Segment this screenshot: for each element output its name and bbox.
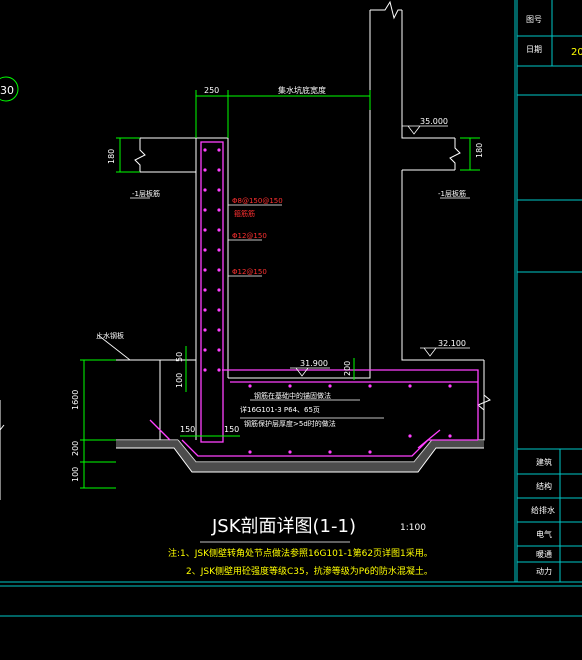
dim-base: 200 xyxy=(71,441,80,456)
dim-slab-left: 180 xyxy=(107,149,116,164)
drawing-title: JSK剖面详图(1-1) xyxy=(211,516,356,537)
label-anchor-1: 钢筋在基础中的锚固做法 xyxy=(254,391,331,400)
dimension-lines xyxy=(80,90,480,489)
label-rebar-1b: 箍筋筋 xyxy=(234,209,255,218)
title-block-row-2-value: 20 xyxy=(571,47,582,58)
discipline-2: 给排水 xyxy=(531,505,555,515)
annotation-labels: -1层板筋 -1层板筋 Φ8@150@150 箍筋筋 Φ12@150 Φ12@1… xyxy=(96,189,466,428)
dim-step: 200 xyxy=(343,361,352,376)
dim-pit-width: 集水坑底宽度 xyxy=(278,85,326,95)
dim-top-width: 250 xyxy=(204,86,219,95)
dimension-labels: 250 集水坑底宽度 180 180 1600 200 100 200 50 1… xyxy=(71,85,484,482)
dim-toe-150b: 150 xyxy=(224,425,239,434)
note-2: 2、JSK侧壁用砼强度等级C35，抗渗等级为P6的防水混凝土。 xyxy=(186,565,433,577)
label-slab-left: -1层板筋 xyxy=(132,189,160,198)
elev-pit-bottom: 31.900 xyxy=(300,359,328,368)
left-margin-marks xyxy=(0,400,5,500)
label-slab-right: -1层板筋 xyxy=(438,189,466,198)
dim-toe-150a: 150 xyxy=(180,425,195,434)
drawing-title-block: JSK剖面详图(1-1) 1:100 注:1、JSK侧壁转角处节点做法参照16G… xyxy=(168,516,433,577)
dim-bottom: 100 xyxy=(71,467,80,482)
discipline-5: 动力 xyxy=(536,566,552,576)
callout-bubble: 30 xyxy=(0,76,19,102)
title-block-row-2-label: 日期 xyxy=(526,45,542,54)
rebar-cage xyxy=(149,141,479,457)
title-block-row-1-label: 图号 xyxy=(526,15,542,24)
elev-top-slab: 35.000 xyxy=(420,117,448,126)
label-rebar-3: Φ12@150 xyxy=(232,268,267,276)
callout-number: 30 xyxy=(0,84,14,97)
dim-depth: 1600 xyxy=(71,390,80,410)
cushion-layer xyxy=(116,440,484,473)
note-1: 注:1、JSK侧壁转角处节点做法参照16G101-1第62页详图1采用。 xyxy=(168,547,433,559)
label-rebar-1: Φ8@150@150 xyxy=(232,197,283,205)
discipline-4: 暖通 xyxy=(536,549,552,559)
label-waterstop: 止水钢板 xyxy=(96,331,124,340)
drawing-frame xyxy=(0,0,582,617)
elevation-labels: 35.000 31.900 32.100 xyxy=(300,117,466,368)
elev-base-right: 32.100 xyxy=(438,339,466,348)
dim-side-100: 100 xyxy=(175,373,184,388)
label-anchor-2: 详16G101-3 P64、65页 xyxy=(240,405,320,414)
discipline-0: 建筑 xyxy=(536,457,552,467)
dim-side-50: 50 xyxy=(175,352,184,362)
discipline-1: 结构 xyxy=(536,481,552,491)
drawing-scale: 1:100 xyxy=(400,523,426,533)
label-rebar-2: Φ12@150 xyxy=(232,232,267,240)
discipline-3: 电气 xyxy=(536,529,552,539)
title-block: 图号 日期 20 建筑 结构 给排水 电气 暖通 动力 xyxy=(526,15,582,576)
rebar-dots xyxy=(203,148,452,454)
dim-slab-right: 180 xyxy=(475,143,484,158)
label-anchor-3: 钢筋保护层厚度>5d时的做法 xyxy=(244,419,336,428)
leader-lines xyxy=(97,125,470,543)
